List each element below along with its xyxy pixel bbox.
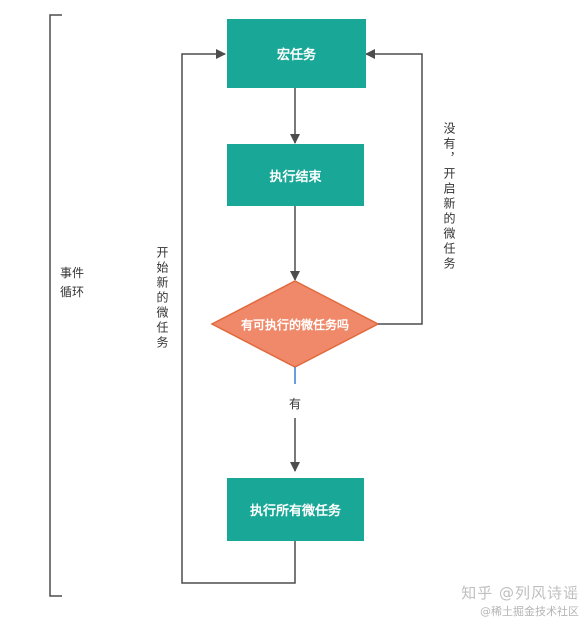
label-no-start-new-micro: 没有，开启新的微任务 xyxy=(442,122,456,272)
arrow-micro-back-to-macro xyxy=(181,49,296,584)
node-macro-task: 宏任务 xyxy=(227,19,366,88)
node-decision-label: 有可执行的微任务吗 xyxy=(240,318,349,332)
node-execution-end: 执行结束 xyxy=(227,144,364,206)
watermark: 知乎 @列风诗谣 @稀土掘金技术社区 xyxy=(461,582,579,619)
watermark-line2: @稀土掘金技术社区 xyxy=(480,605,579,618)
node-execute-all-micro: 执行所有微任务 xyxy=(227,478,364,541)
watermark-line1: 知乎 @列风诗谣 xyxy=(461,584,579,602)
event-loop-label: 事件 循环 xyxy=(60,264,90,302)
event-loop-label-line1: 事件 xyxy=(60,266,85,280)
arrow-no-back-to-macro xyxy=(365,49,423,325)
label-yes: 有 xyxy=(289,397,302,411)
label-start-new-micro: 开始新的微任务 xyxy=(155,246,169,351)
event-loop-bracket xyxy=(49,14,62,597)
event-loop-label-line2: 循环 xyxy=(60,285,85,299)
